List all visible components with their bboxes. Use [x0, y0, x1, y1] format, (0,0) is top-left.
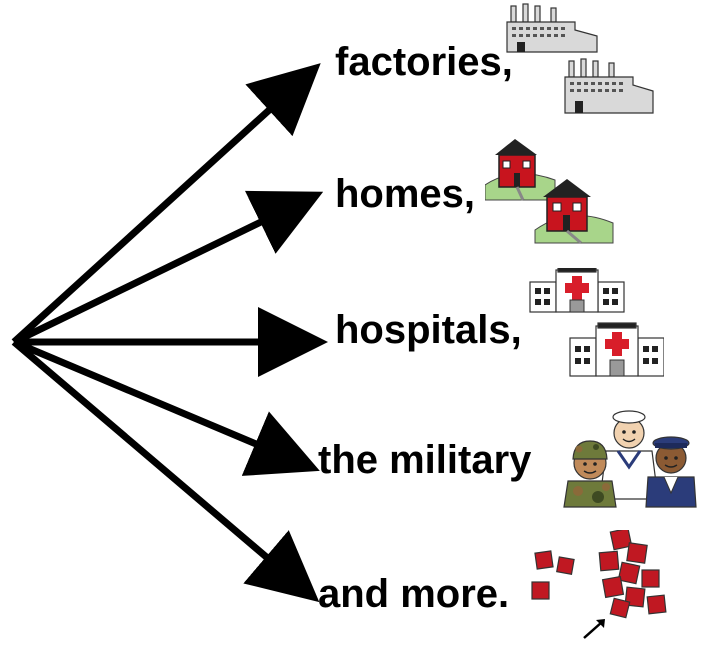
label-homes: homes,: [335, 172, 476, 216]
label-more: and more.: [318, 572, 510, 616]
label-hospitals: hospitals,: [335, 308, 522, 352]
military-people-icon: [563, 410, 697, 508]
factory-icon: [506, 3, 654, 114]
hospital-icon: [529, 268, 664, 377]
arrow-to-more: [11, 339, 320, 603]
arrow-to-military: [12, 338, 320, 476]
arrow-to-homes: [12, 190, 324, 346]
label-military: the military: [318, 438, 532, 482]
more-squares-icon: [531, 530, 667, 639]
arrow-to-factories: [11, 63, 321, 345]
label-factories: factories,: [335, 40, 513, 84]
house-icon: [485, 139, 614, 245]
